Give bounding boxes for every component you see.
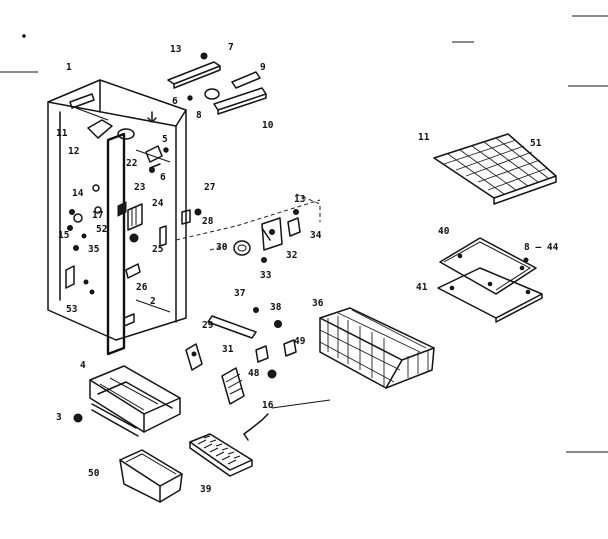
- callout-5: 5: [162, 134, 168, 145]
- callout-31: 31: [222, 344, 234, 355]
- callout-3: 3: [56, 412, 62, 423]
- callout-48: 48: [248, 368, 260, 379]
- cabinet-fittings[interactable]: [67, 52, 208, 295]
- callout-40: 40: [438, 226, 450, 237]
- callout-52: 52: [96, 224, 107, 235]
- callout-32: 32: [286, 250, 297, 261]
- shelf-frame-part-41[interactable]: [437, 267, 543, 323]
- callout-27: 27: [204, 182, 215, 193]
- callout-28: 28: [202, 216, 214, 227]
- callout-16: 16: [262, 400, 274, 411]
- callout-44: 8 — 44: [524, 242, 559, 253]
- plug-part-38[interactable]: [253, 307, 282, 328]
- callout-25: 25: [152, 244, 164, 255]
- callout-37: 37: [234, 288, 245, 299]
- scan-marks: [0, 15, 608, 453]
- grommet-part-30[interactable]: [233, 240, 251, 256]
- callout-17: 17: [92, 210, 103, 221]
- fan-bracket-part-32[interactable]: [261, 217, 283, 251]
- storage-pan-part-50[interactable]: [119, 449, 183, 503]
- vent-cover-part-7[interactable]: [167, 61, 221, 89]
- callout-22: 22: [126, 158, 137, 169]
- callout-51: 51: [530, 138, 542, 149]
- callout-12: 12: [68, 146, 79, 157]
- callout-23: 23: [134, 182, 146, 193]
- ice-tray-part-39[interactable]: [189, 433, 253, 477]
- callout-15: 15: [58, 230, 70, 241]
- callout-9: 9: [260, 62, 266, 73]
- damper-part-9[interactable]: [231, 71, 261, 89]
- callout-38: 38: [270, 302, 282, 313]
- callout-50: 50: [88, 468, 100, 479]
- callout-labels: 1 2 3 4 5 6 6 7 8 9 10 11 11 12 13 13 14…: [56, 42, 559, 495]
- callout-24: 24: [152, 198, 164, 209]
- door-bin-part-4[interactable]: [89, 365, 181, 437]
- callout-41: 41: [416, 282, 428, 293]
- callout-53: 53: [66, 304, 78, 315]
- air-diffuser-part-10[interactable]: [213, 87, 267, 115]
- fan-motor-part-34[interactable]: [287, 209, 301, 237]
- connector-part-49[interactable]: [255, 339, 297, 379]
- rail-part-37[interactable]: [207, 315, 257, 339]
- callout-2: 2: [150, 296, 156, 307]
- callout-10: 10: [262, 120, 274, 131]
- cabinet-liner[interactable]: [47, 79, 187, 356]
- callout-14: 14: [72, 188, 84, 199]
- tube-part-16[interactable]: [243, 413, 269, 441]
- callout-11b: 11: [418, 132, 430, 143]
- callout-11: 11: [56, 128, 68, 139]
- callout-49: 49: [294, 336, 306, 347]
- bracket-part-29[interactable]: [185, 343, 203, 371]
- wire-shelf-part-51[interactable]: [433, 133, 557, 205]
- callout-8: 8: [196, 110, 202, 121]
- callout-7: 7: [228, 42, 234, 53]
- fan-knob-part-8[interactable]: [187, 88, 220, 101]
- screw-part-33[interactable]: [261, 257, 267, 263]
- callout-6: 6: [172, 96, 178, 107]
- leveling-screw-part-3[interactable]: [73, 413, 83, 423]
- callout-26: 26: [136, 282, 148, 293]
- callout-1: 1: [66, 62, 72, 73]
- callout-33: 33: [260, 270, 272, 281]
- callout-4: 4: [80, 360, 86, 371]
- leader-lines: [175, 193, 331, 409]
- callout-30: 30: [216, 242, 228, 253]
- callout-29: 29: [202, 320, 214, 331]
- callout-39: 39: [200, 484, 212, 495]
- grille-part-31[interactable]: [221, 367, 245, 405]
- wire-basket-part-36[interactable]: [319, 307, 435, 389]
- callout-13: 13: [170, 44, 182, 55]
- callout-6b: 6: [160, 172, 166, 183]
- callout-36: 36: [312, 298, 324, 309]
- glass-shelf-part-40[interactable]: [439, 237, 537, 295]
- callout-13b: 13: [294, 194, 306, 205]
- callout-34: 34: [310, 230, 322, 241]
- callout-35: 35: [88, 244, 100, 255]
